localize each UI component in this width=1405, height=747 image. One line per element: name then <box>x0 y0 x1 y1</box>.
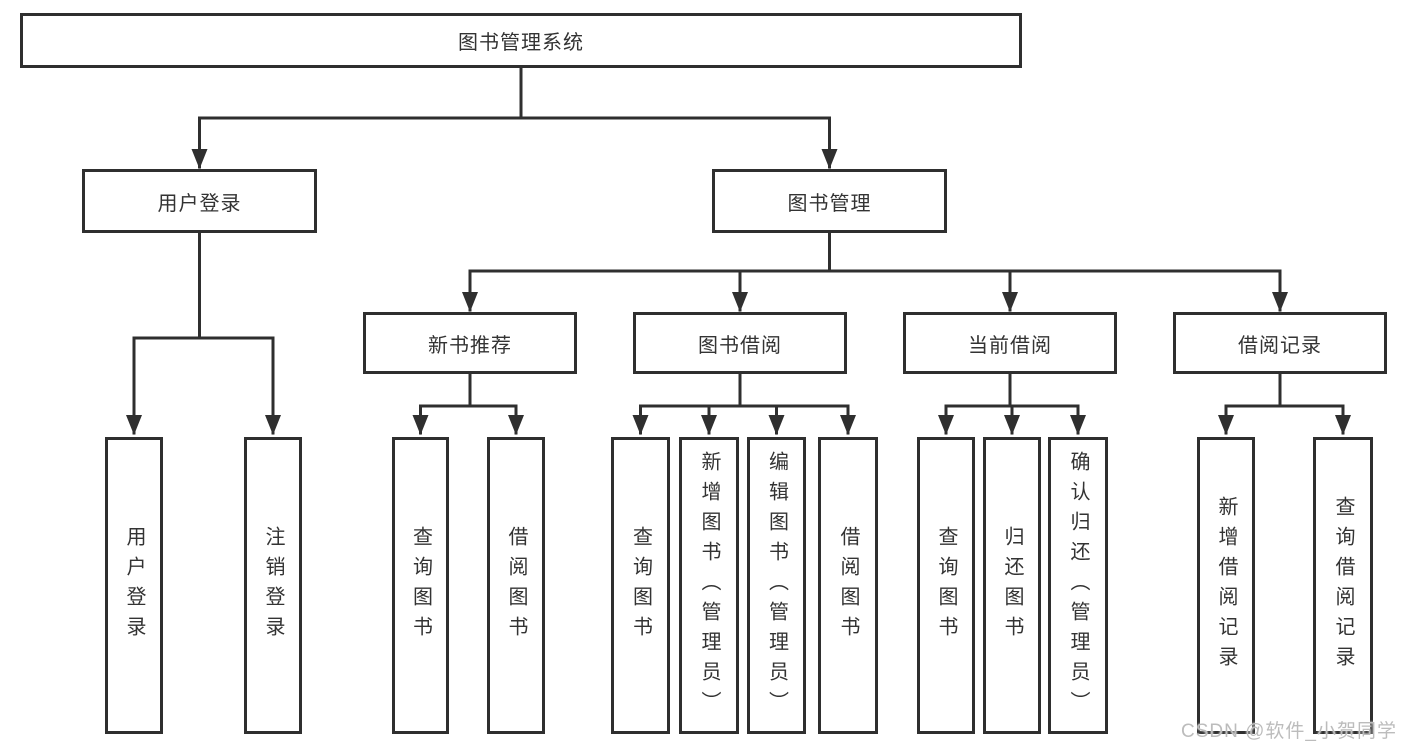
leaf-add-books-admin: 新增图书（管理员） <box>679 437 739 734</box>
node-book-borrowing-label: 图书借阅 <box>698 334 782 357</box>
leaf-return-books-label: 归还图书 <box>1001 525 1023 646</box>
node-library-system-label: 图书管理系统 <box>458 32 584 54</box>
leaf-user-login-label: 用户登录 <box>123 525 145 646</box>
leaf-confirm-return-admin-label: 确认归还（管理员） <box>1067 450 1089 721</box>
leaf-add-borrow-record: 新增借阅记录 <box>1197 437 1255 734</box>
node-new-book-recommendation-label: 新书推荐 <box>428 334 512 357</box>
leaf-edit-books-admin-label: 编辑图书（管理员） <box>765 450 788 721</box>
leaf-query-books-recommend-label: 查询图书 <box>409 525 432 646</box>
node-current-borrowing: 当前借阅 <box>903 312 1117 374</box>
leaf-edit-books-admin: 编辑图书（管理员） <box>747 437 806 734</box>
leaf-query-books-current-label: 查询图书 <box>935 525 957 646</box>
leaf-borrow-books-borrowing-label: 借阅图书 <box>837 525 859 646</box>
node-user-login: 用户登录 <box>82 169 317 233</box>
leaf-logout-login-label: 注销登录 <box>262 525 284 646</box>
node-book-management: 图书管理 <box>712 169 947 233</box>
leaf-query-borrow-record-label: 查询借阅记录 <box>1332 495 1354 676</box>
leaf-confirm-return-admin: 确认归还（管理员） <box>1048 437 1108 734</box>
leaf-borrow-books-borrowing: 借阅图书 <box>818 437 878 734</box>
leaf-logout-login: 注销登录 <box>244 437 302 734</box>
leaf-return-books: 归还图书 <box>983 437 1041 734</box>
leaf-query-books-recommend: 查询图书 <box>392 437 449 734</box>
leaf-add-borrow-record-label: 新增借阅记录 <box>1215 495 1237 676</box>
leaf-borrow-books-recommend-label: 借阅图书 <box>505 525 527 646</box>
node-library-system: 图书管理系统 <box>20 13 1022 68</box>
node-new-book-recommendation: 新书推荐 <box>363 312 577 374</box>
node-book-management-label: 图书管理 <box>787 192 872 215</box>
node-user-login-label: 用户登录 <box>157 192 242 215</box>
node-borrowing-records-label: 借阅记录 <box>1238 334 1322 357</box>
node-current-borrowing-label: 当前借阅 <box>968 334 1052 357</box>
node-borrowing-records: 借阅记录 <box>1173 312 1387 374</box>
leaf-query-books-borrowing: 查询图书 <box>611 437 670 734</box>
watermark: CSDN @软件_小贺同学 <box>1181 721 1397 742</box>
leaf-query-books-borrowing-label: 查询图书 <box>629 525 652 646</box>
node-book-borrowing: 图书借阅 <box>633 312 847 374</box>
leaf-query-books-current: 查询图书 <box>917 437 975 734</box>
leaf-borrow-books-recommend: 借阅图书 <box>487 437 545 734</box>
leaf-user-login: 用户登录 <box>105 437 163 734</box>
leaf-query-borrow-record: 查询借阅记录 <box>1313 437 1373 734</box>
leaf-add-books-admin-label: 新增图书（管理员） <box>698 450 720 721</box>
